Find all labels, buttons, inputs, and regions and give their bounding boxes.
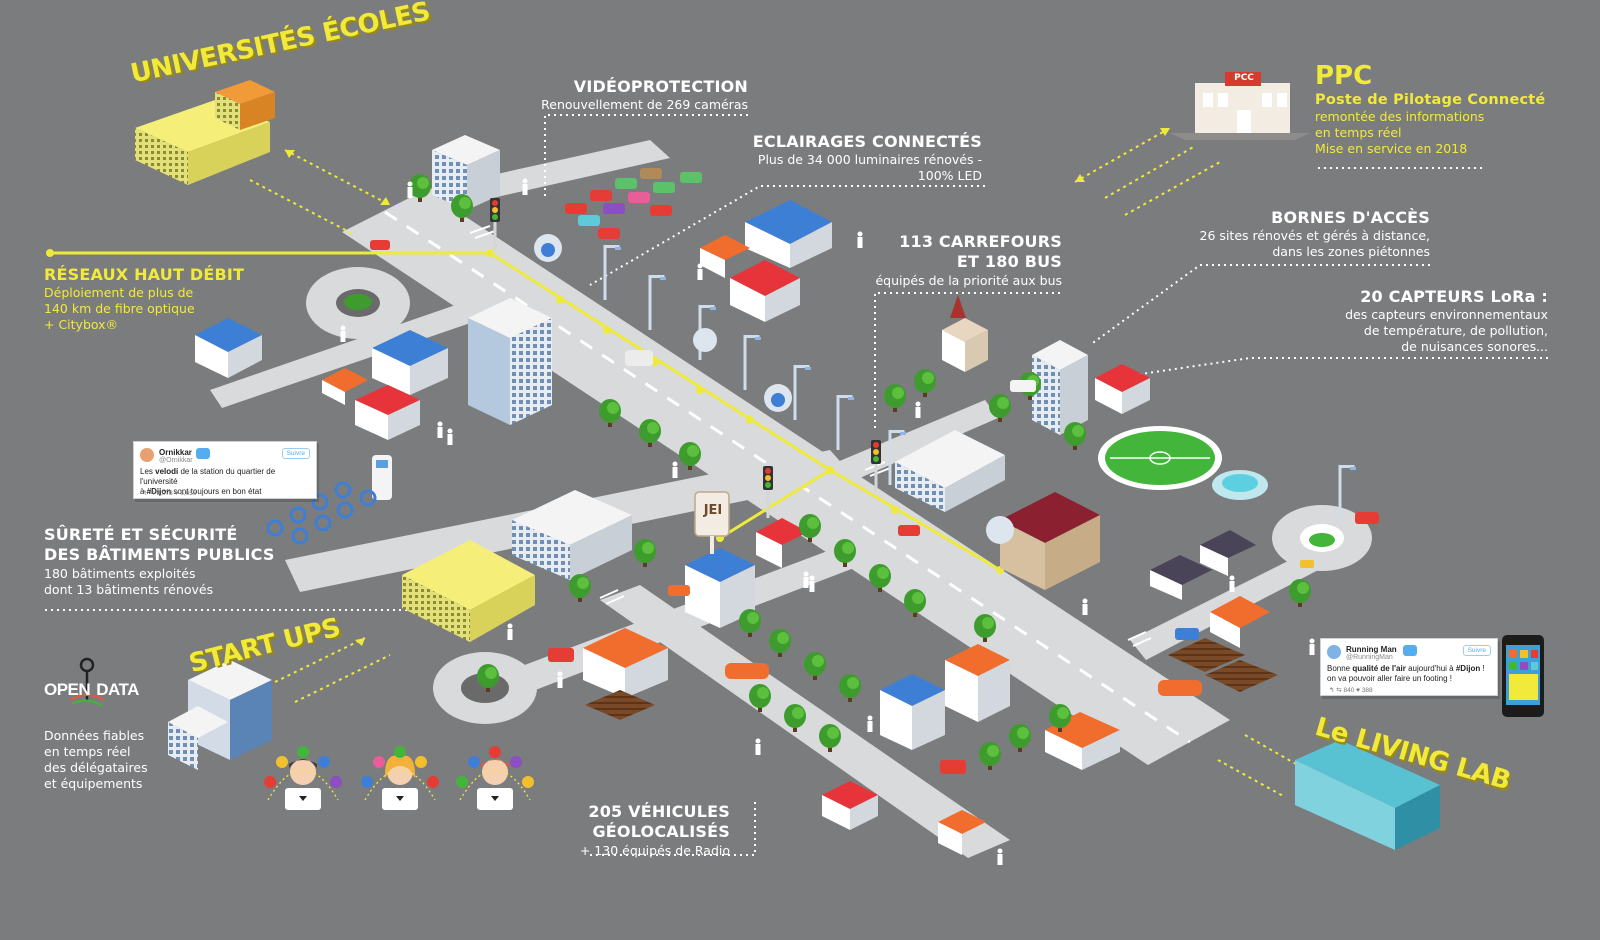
university-buildings	[135, 80, 275, 185]
vehicules-title-1: 205 VÉHICULES	[588, 802, 730, 821]
avatar	[1327, 645, 1341, 659]
reseaux-line-1: Déploiement de plus de	[44, 285, 194, 301]
pcc-building	[1170, 72, 1310, 140]
bornes-line-1: 26 sites rénovés et gérés à distance,	[1199, 228, 1430, 244]
open-data-label: Données fiables en temps réel des déléga…	[44, 728, 148, 792]
parking-lot	[565, 168, 702, 239]
cameras	[534, 234, 1014, 544]
vehicules-label: 205 VÉHICULES GÉOLOCALISÉS + 130 équipés…	[560, 802, 730, 859]
eclairages-line-1: Plus de 34 000 luminaires rénovés -	[757, 152, 982, 168]
ppc-line-3: Mise en service en 2018	[1315, 141, 1468, 157]
developers	[264, 746, 534, 810]
surete-desc-2: dont 13 bâtiments rénovés	[44, 581, 214, 597]
open-data-line-3: des délégataires	[44, 760, 148, 775]
municipal-building	[1000, 492, 1100, 590]
videoprotection-desc: Renouvellement de 269 caméras	[541, 97, 748, 113]
open-data-line-1: Données fiables	[44, 728, 145, 743]
tweet-author: Running Man	[1346, 645, 1397, 654]
vehicules-title-2: GÉOLOCALISÉS	[592, 822, 730, 842]
long-building	[895, 430, 1005, 512]
tweet-card-air-quality: Suivre Running Man @RunningMan Bonne qua…	[1320, 638, 1498, 696]
bornes-title: BORNES D'ACCÈS	[1271, 208, 1430, 227]
ppc-line-2: en temps réel	[1315, 125, 1402, 141]
surete-title-2: DES BÂTIMENTS PUBLICS	[44, 545, 275, 565]
open-data-line-2: en temps réel	[44, 744, 131, 759]
carrefours-title-1: 113 CARREFOURS	[899, 232, 1062, 251]
living-lab-building	[1295, 740, 1440, 850]
ppc-label: PPC Poste de Pilotage Connecté remontée …	[1315, 62, 1545, 157]
ppc-subtitle: Poste de Pilotage Connecté	[1315, 91, 1546, 108]
reseaux-line-2: 140 km de fibre optique	[44, 301, 195, 317]
vehicules-desc: + 130 équipés de Radio	[579, 842, 730, 858]
follow-button[interactable]: Suivre	[281, 448, 310, 459]
fountain	[1212, 470, 1268, 500]
public-building-yellow	[402, 540, 535, 642]
follow-button[interactable]: Suivre	[1462, 645, 1491, 656]
surete-label: SÛRETÉ ET SÉCURITÉ DES BÂTIMENTS PUBLICS…	[44, 525, 275, 598]
ppc-title: PPC	[1315, 61, 1373, 91]
startups-building	[168, 660, 272, 770]
carrefours-desc: équipés de la priorité aux bus	[875, 272, 1062, 288]
road-network	[210, 140, 1372, 858]
tall-office-tower	[468, 298, 552, 425]
eclairages-line-2: 100% LED	[917, 168, 982, 184]
tall-tower-right	[1032, 340, 1088, 435]
open-data-line-4: et équipements	[44, 776, 143, 791]
open-data-title: OPEN DATA	[44, 680, 139, 700]
crop-fields	[585, 638, 1278, 720]
reseaux-label: RÉSEAUX HAUT DÉBIT Déploiement de plus d…	[44, 265, 244, 333]
office-cluster	[512, 490, 632, 580]
fiber-network	[46, 249, 1004, 574]
capteurs-title: 20 CAPTEURS LoRa :	[1360, 287, 1548, 306]
open-data-title-left: OPEN	[44, 680, 91, 699]
smartphone	[1502, 635, 1544, 717]
capteurs-line-2: de température, de pollution,	[1363, 323, 1548, 339]
stadium	[1098, 426, 1222, 490]
capteurs-line-1: des capteurs environnementaux	[1345, 307, 1548, 323]
jei-sign	[694, 491, 730, 554]
carrefours-title-2: ET 180 BUS	[956, 252, 1062, 272]
jei-label: JEI	[703, 503, 723, 518]
reseaux-title: RÉSEAUX HAUT DÉBIT	[44, 265, 245, 284]
vehicles	[370, 240, 1379, 774]
bike-station	[266, 455, 392, 545]
open-data-title-right: DATA	[96, 680, 139, 699]
twitter-bird-icon	[196, 448, 210, 459]
twitter-bird-icon	[1403, 645, 1417, 656]
church	[942, 295, 988, 372]
tweet-text: Bonne qualité de l'air aujourd'hui à #Di…	[1327, 664, 1485, 683]
capteurs-label: 20 CAPTEURS LoRa : des capteurs environn…	[1258, 287, 1548, 355]
reseaux-line-3: + Citybox®	[44, 317, 119, 333]
tweet-text: Les velodi de la station du quartier de …	[140, 467, 276, 496]
surete-title-1: SÛRETÉ ET SÉCURITÉ	[44, 525, 238, 544]
videoprotection-label: VIDÉOPROTECTION Renouvellement de 269 ca…	[470, 77, 748, 113]
videoprotection-title: VIDÉOPROTECTION	[573, 77, 748, 96]
tweet-author: Ornikkar	[159, 448, 192, 457]
bornes-line-2: dans les zones piétonnes	[1272, 244, 1430, 260]
eclairages-label: ECLAIRAGES CONNECTÉS Plus de 34 000 lumi…	[700, 132, 982, 184]
eclairages-title: ECLAIRAGES CONNECTÉS	[752, 132, 982, 151]
ppc-line-1: remontée des informations	[1315, 109, 1485, 125]
tweet-handle: @Ornikkar	[159, 457, 193, 464]
leader-lines	[45, 114, 1548, 856]
tweet-handle: @RunningMan	[1346, 654, 1393, 661]
tweet-stats: ↰ ⇆ 840 ♥ 388	[1329, 687, 1373, 694]
carrefours-label: 113 CARREFOURS ET 180 BUS équipés de la …	[820, 232, 1062, 289]
tweet-stats: ↰ ⇆ 3,073 ♥ 6,056	[142, 490, 197, 497]
open-data-pin-icon	[69, 657, 105, 707]
surete-desc-1: 180 bâtiments exploités	[44, 565, 196, 581]
bornes-label: BORNES D'ACCÈS 26 sites rénovés et gérés…	[1140, 208, 1430, 260]
tweet-card-velodi: Suivre Ornikkar @Ornikkar Les velodi de …	[133, 441, 317, 499]
capteurs-line-3: de nuisances sonores...	[1401, 339, 1548, 355]
link-arrows	[249, 127, 1311, 798]
pcc-badge: PCC	[1234, 73, 1254, 83]
avatar	[140, 448, 154, 462]
